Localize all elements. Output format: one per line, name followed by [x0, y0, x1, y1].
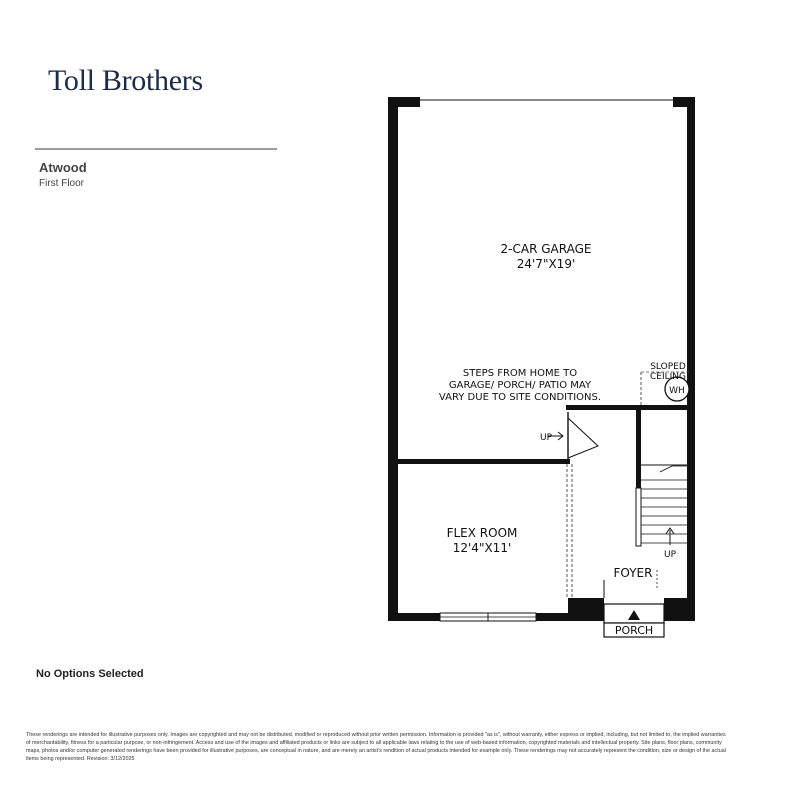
options-status: No Options Selected [36, 668, 144, 680]
door-swing [567, 417, 599, 459]
garage-dims: 24'7"X19' [517, 257, 576, 271]
porch-label: PORCH [615, 624, 653, 637]
steps-note-line-1: STEPS FROM HOME TO [463, 368, 577, 379]
water-heater [664, 376, 690, 402]
header-divider [35, 148, 277, 150]
stair-treads [641, 465, 690, 544]
wall-bottom-left [388, 613, 440, 621]
wall-top-right [673, 97, 695, 107]
wall-bottom-mid [536, 613, 570, 621]
wall-top-left [388, 97, 420, 107]
wall-right [687, 97, 695, 621]
wh-label: WH [669, 386, 685, 396]
porch-box [603, 622, 665, 638]
entry-arrow-icon [628, 610, 640, 620]
brand-logo: Toll Brothers [48, 64, 203, 97]
flex-dims: 12'4"X11' [453, 541, 512, 555]
up-label-garage: UP [540, 433, 553, 443]
flex-label: FLEX ROOM [447, 526, 518, 540]
floor-name: First Floor [39, 178, 84, 189]
plan-name: Atwood [39, 160, 87, 175]
garage-label: 2-CAR GARAGE [501, 242, 592, 256]
stair-rail [635, 487, 642, 547]
wall-flex-top [398, 459, 570, 464]
up-label-stairs: UP [664, 550, 677, 560]
wall-garage-bottom [598, 405, 690, 410]
wall-foyer-left [568, 598, 604, 621]
foyer-label: FOYER [614, 566, 653, 580]
wall-stair [636, 410, 641, 546]
sloped-label: SLOPED [650, 362, 686, 372]
steps-note-line-3: VARY DUE TO SITE CONDITIONS. [439, 392, 601, 403]
wall-left [388, 97, 398, 621]
ceiling-label: CEILING [650, 372, 686, 382]
steps-note-line-2: GARAGE/ PORCH/ PATIO MAY [449, 380, 592, 391]
disclaimer-text: These renderings are intended for illust… [26, 732, 726, 762]
wall-foyer-right [664, 598, 695, 621]
